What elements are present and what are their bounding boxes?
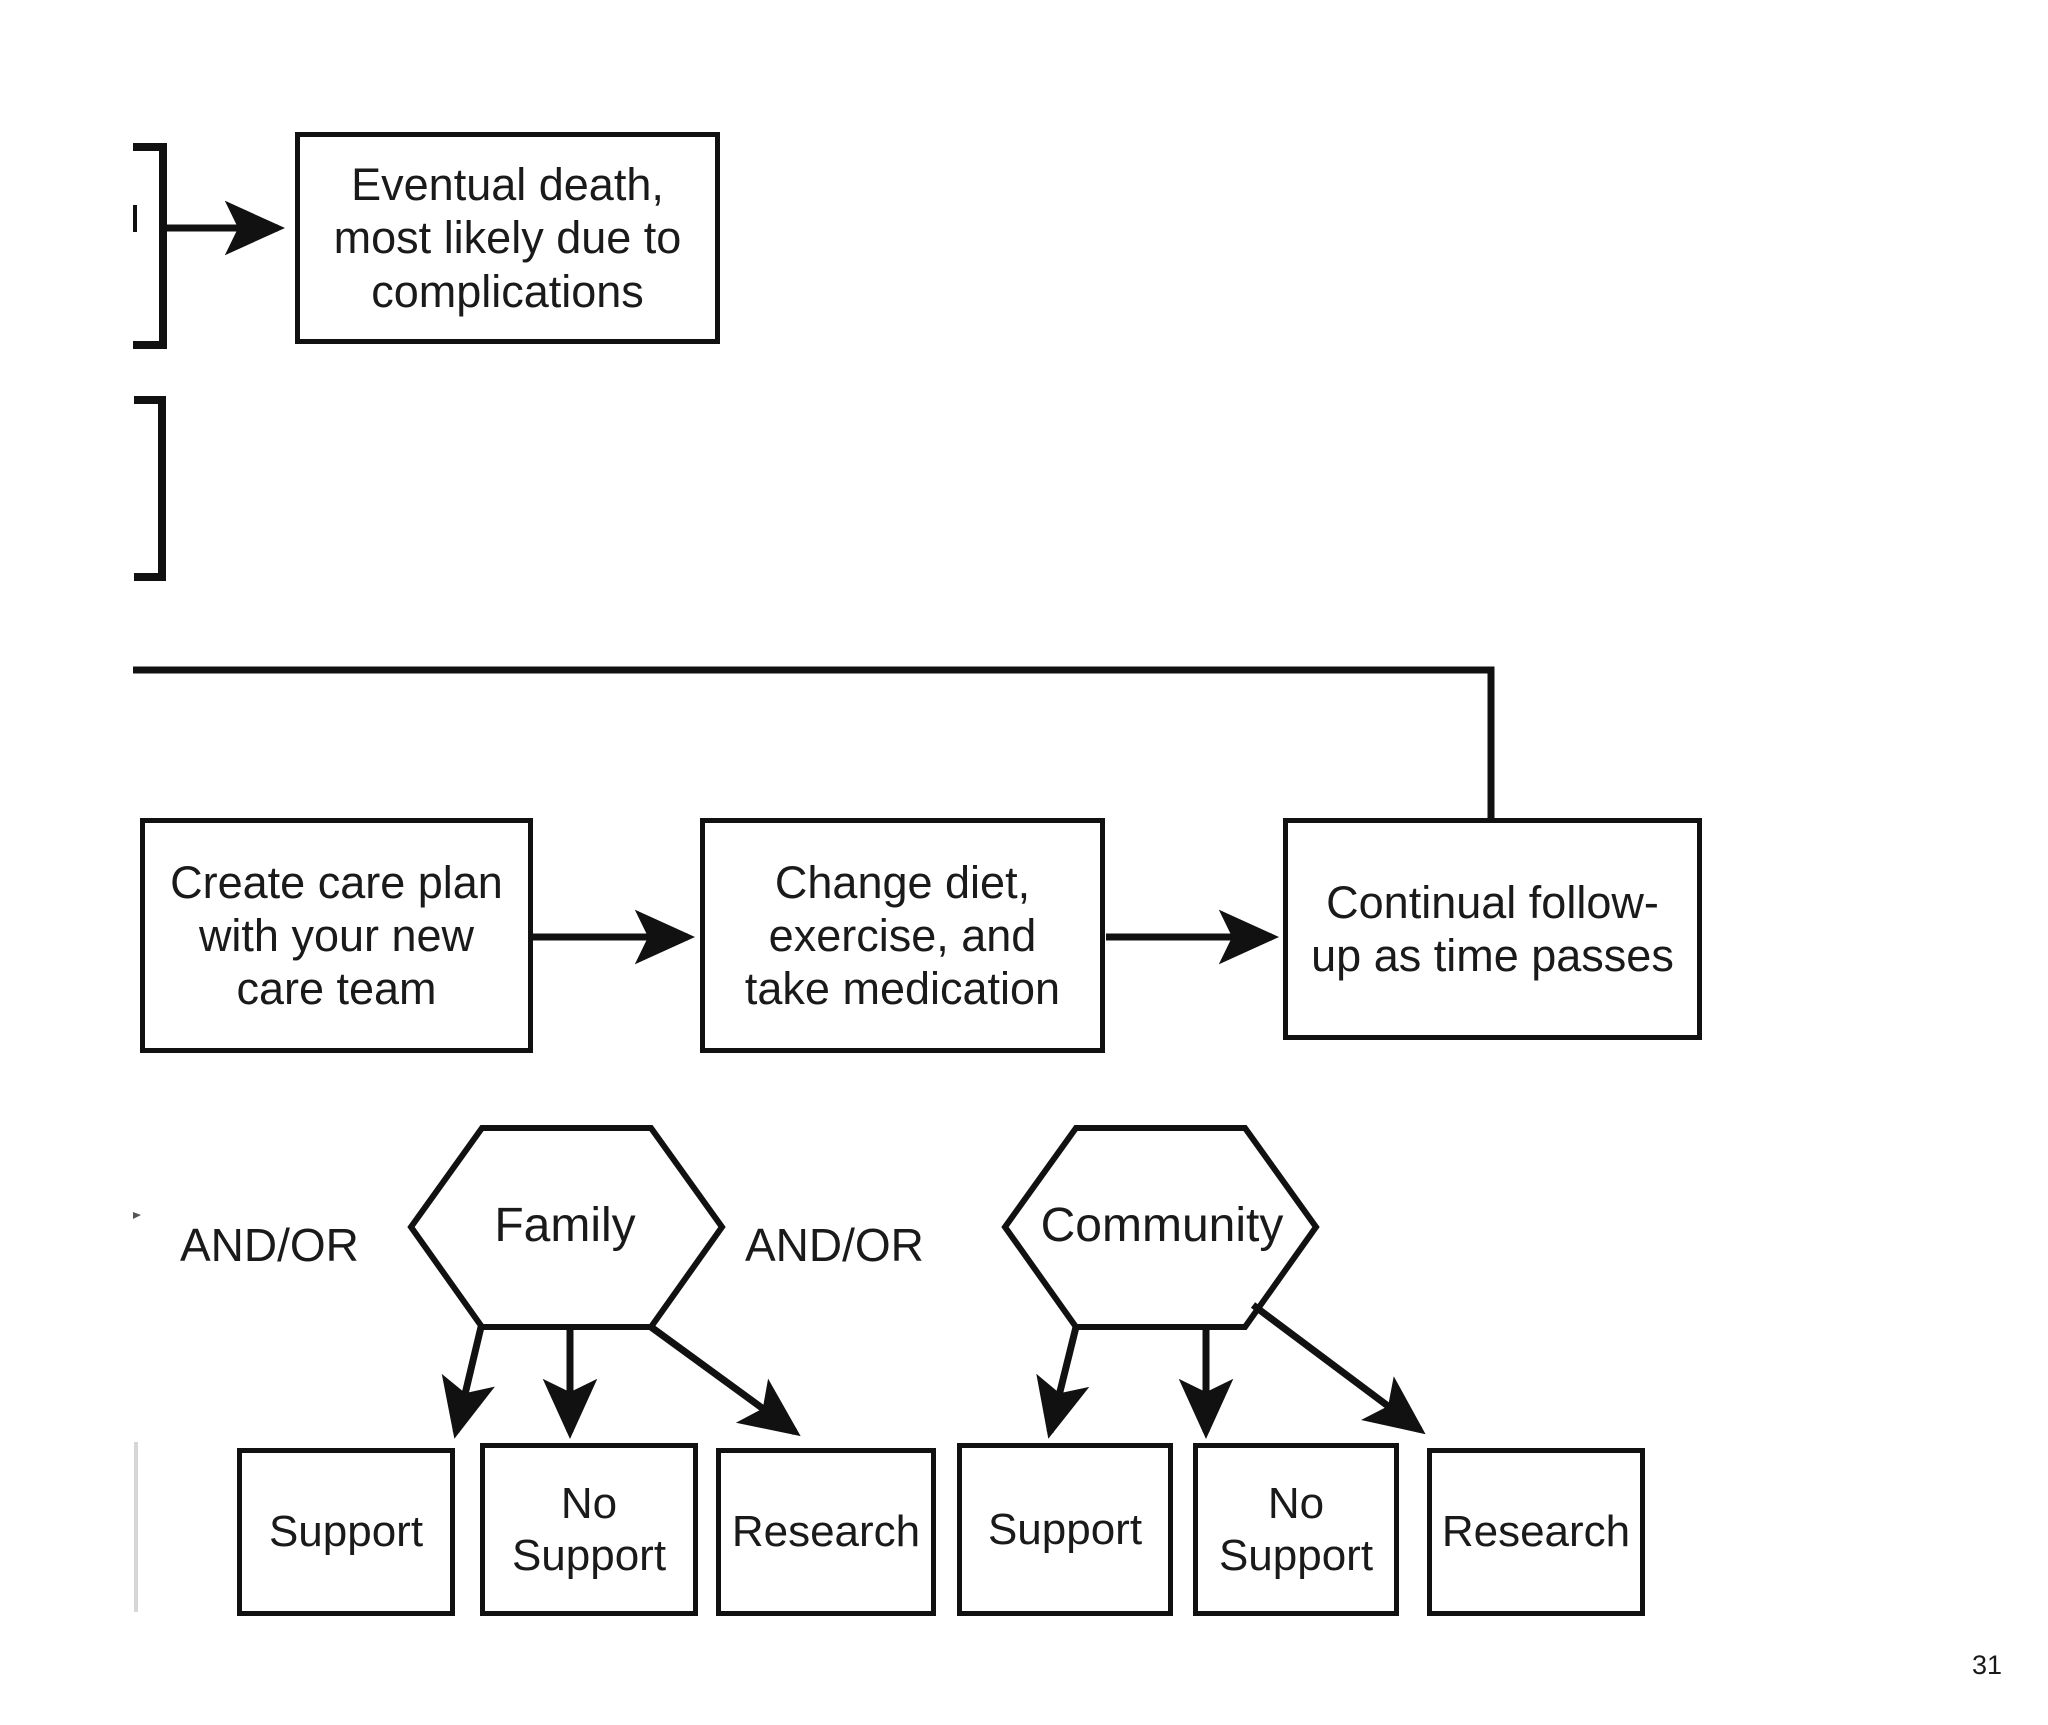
step-box-label: Change diet, exercise, and take medicati…: [744, 856, 1061, 1015]
outcome-box-family-support: Support: [237, 1448, 455, 1616]
margin-tick-icon: [133, 1212, 141, 1219]
page-number: 31: [1972, 1650, 2003, 1680]
outcome-box-label: Research: [731, 1507, 921, 1557]
conjunction-text: AND/OR: [745, 1219, 924, 1271]
outcome-box-label: Research: [1441, 1507, 1631, 1557]
outcome-box-family-no-support: No Support: [480, 1443, 698, 1616]
top-left-bracket-icon: [133, 143, 286, 349]
outcome-box-label: No Support: [511, 1478, 667, 1580]
feedback-loop-connector: [133, 666, 1495, 818]
community-hexagon-text: Community: [1040, 1198, 1284, 1252]
arrow-family-to-support: [441, 1326, 495, 1439]
arrow-family-to-research: [648, 1324, 801, 1437]
secondary-bracket-icon: [134, 396, 166, 581]
step-box-create-care-plan: Create care plan with your new care team: [140, 818, 533, 1053]
community-hexagon-label: Community: [1007, 1190, 1317, 1260]
outcome-box-eventual-death: Eventual death, most likely due to compl…: [295, 132, 720, 344]
family-hexagon-label: Family: [415, 1190, 715, 1260]
step-box-label: Create care plan with your new care team: [170, 856, 503, 1015]
outcome-box-label: Eventual death, most likely due to compl…: [333, 159, 682, 317]
outcome-box-label: No Support: [1218, 1478, 1374, 1580]
outcome-box-community-research: Research: [1427, 1448, 1645, 1616]
outcome-box-family-research: Research: [716, 1448, 936, 1616]
outcome-box-community-no-support: No Support: [1193, 1443, 1399, 1616]
family-hexagon-text: Family: [494, 1198, 636, 1252]
step-box-continual-follow-up: Continual follow- up as time passes: [1283, 818, 1702, 1040]
outcome-box-community-support: Support: [957, 1443, 1173, 1616]
conjunction-text: AND/OR: [180, 1219, 359, 1271]
step-box-change-diet: Change diet, exercise, and take medicati…: [700, 818, 1105, 1053]
step-box-label: Continual follow- up as time passes: [1311, 876, 1674, 981]
outcome-box-label: Support: [987, 1504, 1143, 1554]
arrow-community-to-support: [1036, 1326, 1090, 1439]
conjunction-label-community: AND/OR: [745, 1210, 975, 1280]
outcome-box-label: Support: [268, 1507, 424, 1557]
conjunction-label-family: AND/OR: [180, 1210, 410, 1280]
arrow-community-to-research: [1250, 1302, 1426, 1435]
